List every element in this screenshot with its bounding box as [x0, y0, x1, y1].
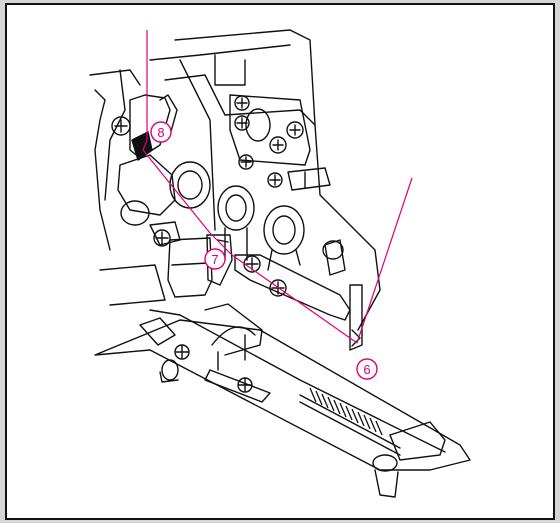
upper-housing-edge: [174, 29, 316, 126]
rod-cap: [322, 240, 344, 260]
guide-7-slot: [217, 239, 229, 243]
screw: [174, 344, 190, 360]
base-foot: [161, 359, 179, 381]
callout-7-label: 7: [211, 252, 218, 267]
front-plate-outline: [164, 74, 381, 331]
callout-8-circle: [150, 121, 172, 143]
thread-segment-8-to-7: [142, 139, 211, 234]
base-foot-leg: [374, 469, 399, 498]
callout-6: 6: [356, 358, 378, 380]
screw-slot: [236, 117, 248, 129]
looper-detail: [171, 262, 209, 266]
screw: [267, 172, 283, 188]
housing-notch: [214, 54, 246, 86]
screw: [269, 136, 287, 154]
upper-housing-inner: [149, 44, 291, 61]
curved-clamp: [204, 303, 263, 356]
round-opening-middle-inner: [225, 194, 247, 222]
screw: [237, 377, 253, 393]
spring-rod-lower: [299, 401, 401, 456]
base-plate: [94, 319, 471, 471]
screw-slot: [245, 257, 259, 271]
screw-slot: [289, 124, 301, 136]
plate-hole: [245, 108, 271, 142]
cam-bracket: [117, 154, 176, 216]
front-plate-edge: [179, 59, 216, 231]
cam-knob: [120, 200, 150, 226]
callout-7: 7: [204, 248, 226, 270]
guide-6-hook: [351, 329, 361, 347]
screw: [238, 154, 254, 170]
screw-slot: [240, 156, 252, 168]
thread-guide-6-bar: [349, 284, 363, 351]
round-opening-left-inner: [177, 170, 203, 200]
spring-coil: [309, 387, 383, 436]
lever: [287, 167, 331, 191]
screw: [269, 279, 287, 297]
screw-slot: [175, 345, 189, 359]
base-foot: [372, 454, 398, 472]
frame-border: [5, 3, 555, 520]
thread-path: [142, 30, 413, 344]
base-foot-left: [139, 317, 176, 346]
round-opening-right-inner: [272, 215, 296, 245]
callout-7-circle: [204, 248, 226, 270]
screw-slot: [155, 231, 169, 245]
thread-guide-7-bracket: [206, 234, 233, 286]
guide-screw: [111, 116, 131, 136]
tension-spring: [309, 387, 383, 436]
spring-end-bracket: [389, 421, 446, 461]
screw: [286, 121, 304, 139]
left-housing-side: [94, 89, 111, 251]
diagonal-guide-arm: [234, 254, 351, 321]
screw: [153, 229, 171, 247]
left-housing-top: [89, 69, 141, 86]
screw-slot: [114, 119, 128, 133]
base-strip: [204, 369, 271, 403]
screw-slot: [272, 139, 284, 151]
base-foot-leg: [159, 371, 179, 383]
screw: [234, 115, 250, 131]
screw-plate: [229, 94, 311, 166]
callout-8: 8: [150, 121, 172, 143]
round-opening-middle: [217, 185, 255, 231]
callout-8-label: 8: [157, 125, 164, 140]
round-opening-right: [263, 205, 305, 255]
callout-6-label: 6: [363, 362, 370, 377]
base-plate-edge: [149, 309, 446, 453]
upper-looper-body: [167, 237, 213, 298]
screw-slot: [236, 97, 248, 109]
spring-rod: [299, 394, 401, 449]
callout-6-circle: [356, 358, 378, 380]
guide-arm: [159, 94, 178, 136]
thread-exit-diagonal: [356, 177, 413, 344]
clamp-arc: [211, 326, 256, 346]
screw: [234, 95, 250, 111]
machine-line-art: [89, 29, 471, 498]
left-base-block: [99, 264, 166, 306]
screw-slot: [269, 174, 281, 186]
left-arm-edge: [104, 69, 126, 201]
thread-segment-7-to-6: [209, 232, 358, 344]
